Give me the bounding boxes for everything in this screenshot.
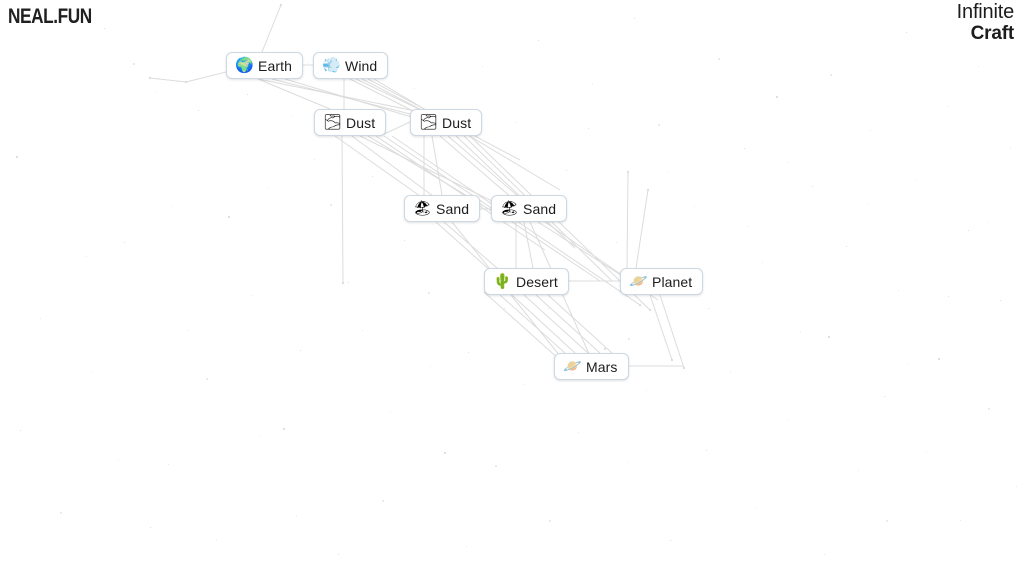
- element-node-mars[interactable]: 🪐Mars: [554, 353, 629, 380]
- game-title: Infinite Craft: [956, 1, 1015, 44]
- wind-blowing-icon: 💨: [322, 57, 341, 74]
- element-node-label: Planet: [652, 273, 693, 290]
- earth-globe-icon: 🌍: [235, 57, 254, 74]
- element-node-dust2[interactable]: 🌫Dust: [410, 109, 483, 136]
- element-node-label: Mars: [586, 358, 618, 375]
- element-node-wind[interactable]: 💨Wind: [313, 52, 389, 79]
- beach-sand-icon: 🏖: [413, 200, 433, 217]
- element-node-label: Desert: [516, 273, 558, 290]
- element-node-label: Sand: [436, 200, 470, 217]
- element-node-label: Earth: [258, 57, 292, 74]
- neal-fun-logo[interactable]: NEAL.FUN: [8, 5, 92, 28]
- element-node-label: Sand: [523, 200, 557, 217]
- beach-sand-icon: 🏖: [500, 200, 520, 217]
- cactus-desert-icon: 🌵: [493, 273, 512, 290]
- ringed-planet-icon: 🪐: [629, 273, 648, 290]
- element-node-label: Dust: [346, 114, 376, 131]
- element-node-earth[interactable]: 🌍Earth: [226, 52, 303, 79]
- element-node-label: Wind: [345, 57, 378, 74]
- element-node-label: Dust: [442, 114, 472, 131]
- element-node-sand2[interactable]: 🏖Sand: [491, 195, 568, 222]
- element-node-planet[interactable]: 🪐Planet: [620, 268, 704, 295]
- dust-fog-icon: 🌫: [323, 114, 343, 131]
- game-title-line-2: Craft: [970, 22, 1015, 44]
- game-title-line-1: Infinite: [956, 1, 1015, 23]
- element-node-sand1[interactable]: 🏖Sand: [404, 195, 481, 222]
- element-node-desert[interactable]: 🌵Desert: [484, 268, 569, 295]
- dust-fog-icon: 🌫: [419, 114, 439, 131]
- element-node-dust1[interactable]: 🌫Dust: [314, 109, 387, 136]
- ringed-planet-icon: 🪐: [563, 358, 582, 375]
